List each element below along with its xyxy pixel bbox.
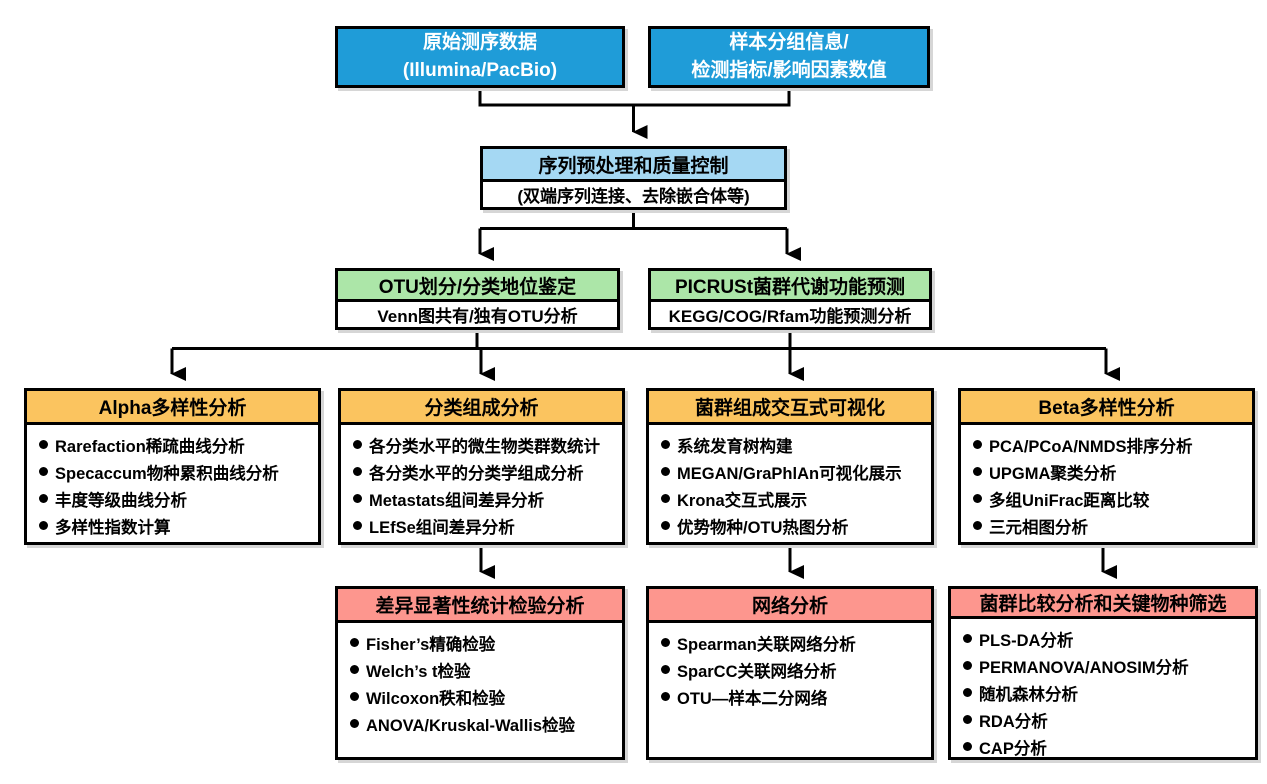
- comparison-title: 菌群比较分析和关键物种筛选: [951, 589, 1255, 619]
- comparison-item-list: PLS-DA分析 PERMANOVA/ANOSIM分析 随机森林分析 RDA分析…: [951, 619, 1255, 760]
- node-significance-testing: 差异显著性统计检验分析 Fisher’s精确检验 Welch’s t检验 Wil…: [335, 586, 625, 760]
- list-item: PERMANOVA/ANOSIM分析: [963, 652, 1249, 679]
- list-item: Metastats组间差异分析: [353, 485, 616, 512]
- bullet-dot-icon: [661, 692, 670, 701]
- bullet-dot-icon: [661, 638, 670, 647]
- bullet-dot-icon: [661, 665, 670, 674]
- node-picrust-prediction: PICRUSt菌群代谢功能预测 KEGG/COG/Rfam功能预测分析: [648, 268, 932, 330]
- bullet-dot-icon: [661, 521, 670, 530]
- list-item: CAP分析: [963, 733, 1249, 760]
- bullet-dot-icon: [963, 634, 972, 643]
- node-taxonomic-composition: 分类组成分析 各分类水平的微生物类群数统计 各分类水平的分类学组成分析 Meta…: [338, 388, 625, 545]
- list-item: PLS-DA分析: [963, 625, 1249, 652]
- bullet-dot-icon: [350, 665, 359, 674]
- interactive-item-list: 系统发育树构建 MEGAN/GraPhlAn可视化展示 Krona交互式展示 优…: [649, 425, 931, 539]
- list-item: PCA/PCoA/NMDS排序分析: [973, 431, 1246, 458]
- list-item: SparCC关联网络分析: [661, 656, 925, 683]
- bullet-dot-icon: [963, 661, 972, 670]
- list-item: Wilcoxon秩和检验: [350, 683, 616, 710]
- taxonomy-title: 分类组成分析: [341, 391, 622, 425]
- raw-data-line1: 原始测序数据: [422, 32, 537, 54]
- node-sample-grouping-info: 样本分组信息/ 检测指标/影响因素数值: [648, 26, 930, 88]
- preprocess-subtitle: (双端序列连接、去除嵌合体等): [483, 182, 784, 207]
- bullet-dot-icon: [963, 742, 972, 751]
- bullet-dot-icon: [350, 692, 359, 701]
- list-item: 丰度等级曲线分析: [39, 485, 312, 512]
- interactive-title: 菌群组成交互式可视化: [649, 391, 931, 425]
- network-title: 网络分析: [649, 589, 931, 623]
- node-raw-sequencing-data: 原始测序数据 (Illumina/PacBio): [335, 26, 625, 88]
- node-beta-diversity: Beta多样性分析 PCA/PCoA/NMDS排序分析 UPGMA聚类分析 多组…: [958, 388, 1255, 545]
- bullet-dot-icon: [39, 521, 48, 530]
- difftest-item-list: Fisher’s精确检验 Welch’s t检验 Wilcoxon秩和检验 AN…: [338, 623, 622, 737]
- bullet-dot-icon: [963, 715, 972, 724]
- list-item: 多样性指数计算: [39, 512, 312, 539]
- list-item: 各分类水平的分类学组成分析: [353, 458, 616, 485]
- alpha-title: Alpha多样性分析: [27, 391, 318, 425]
- list-item: Krona交互式展示: [661, 485, 925, 512]
- list-item: MEGAN/GraPhlAn可视化展示: [661, 458, 925, 485]
- list-item: 各分类水平的微生物类群数统计: [353, 431, 616, 458]
- list-item: RDA分析: [963, 706, 1249, 733]
- beta-item-list: PCA/PCoA/NMDS排序分析 UPGMA聚类分析 多组UniFrac距离比…: [961, 425, 1252, 539]
- list-item: LEfSe组间差异分析: [353, 512, 616, 539]
- list-item: UPGMA聚类分析: [973, 458, 1246, 485]
- sample-info-line1: 样本分组信息/: [729, 32, 849, 54]
- list-item: Rarefaction稀疏曲线分析: [39, 431, 312, 458]
- list-item: 三元相图分析: [973, 512, 1246, 539]
- alpha-item-list: Rarefaction稀疏曲线分析 Specaccum物种累积曲线分析 丰度等级…: [27, 425, 318, 539]
- list-item: ANOVA/Kruskal-Wallis检验: [350, 710, 616, 737]
- node-alpha-diversity: Alpha多样性分析 Rarefaction稀疏曲线分析 Specaccum物种…: [24, 388, 321, 545]
- bullet-dot-icon: [353, 521, 362, 530]
- bullet-dot-icon: [350, 719, 359, 728]
- list-item: Specaccum物种累积曲线分析: [39, 458, 312, 485]
- network-item-list: Spearman关联网络分析 SparCC关联网络分析 OTU—样本二分网络: [649, 623, 931, 710]
- bullet-dot-icon: [973, 467, 982, 476]
- bullet-dot-icon: [661, 440, 670, 449]
- bullet-dot-icon: [973, 440, 982, 449]
- picrust-subtitle: KEGG/COG/Rfam功能预测分析: [651, 302, 929, 327]
- preprocess-title: 序列预处理和质量控制: [483, 149, 784, 182]
- list-item: 系统发育树构建: [661, 431, 925, 458]
- list-item: 随机森林分析: [963, 679, 1249, 706]
- bullet-dot-icon: [39, 467, 48, 476]
- bullet-dot-icon: [963, 688, 972, 697]
- list-item: OTU—样本二分网络: [661, 683, 925, 710]
- bullet-dot-icon: [353, 467, 362, 476]
- list-item: Fisher’s精确检验: [350, 629, 616, 656]
- bullet-dot-icon: [39, 494, 48, 503]
- node-community-comparison: 菌群比较分析和关键物种筛选 PLS-DA分析 PERMANOVA/ANOSIM分…: [948, 586, 1258, 760]
- bullet-dot-icon: [973, 521, 982, 530]
- node-interactive-visualization: 菌群组成交互式可视化 系统发育树构建 MEGAN/GraPhlAn可视化展示 K…: [646, 388, 934, 545]
- list-item: Welch’s t检验: [350, 656, 616, 683]
- bullet-dot-icon: [353, 494, 362, 503]
- sample-info-line2: 检测指标/影响因素数值: [691, 60, 887, 81]
- raw-data-line2: (Illumina/PacBio): [402, 60, 558, 81]
- otu-subtitle: Venn图共有/独有OTU分析: [338, 302, 617, 327]
- picrust-title: PICRUSt菌群代谢功能预测: [651, 271, 929, 302]
- bullet-dot-icon: [661, 494, 670, 503]
- node-preprocessing-qc: 序列预处理和质量控制 (双端序列连接、去除嵌合体等): [480, 146, 787, 210]
- taxonomy-item-list: 各分类水平的微生物类群数统计 各分类水平的分类学组成分析 Metastats组间…: [341, 425, 622, 539]
- bullet-dot-icon: [973, 494, 982, 503]
- otu-title: OTU划分/分类地位鉴定: [338, 271, 617, 302]
- node-network-analysis: 网络分析 Spearman关联网络分析 SparCC关联网络分析 OTU—样本二…: [646, 586, 934, 760]
- bullet-dot-icon: [661, 467, 670, 476]
- list-item: 优势物种/OTU热图分析: [661, 512, 925, 539]
- list-item: Spearman关联网络分析: [661, 629, 925, 656]
- beta-title: Beta多样性分析: [961, 391, 1252, 425]
- bullet-dot-icon: [39, 440, 48, 449]
- bullet-dot-icon: [353, 440, 362, 449]
- difftest-title: 差异显著性统计检验分析: [338, 589, 622, 623]
- bullet-dot-icon: [350, 638, 359, 647]
- list-item: 多组UniFrac距离比较: [973, 485, 1246, 512]
- node-otu-classification: OTU划分/分类地位鉴定 Venn图共有/独有OTU分析: [335, 268, 620, 330]
